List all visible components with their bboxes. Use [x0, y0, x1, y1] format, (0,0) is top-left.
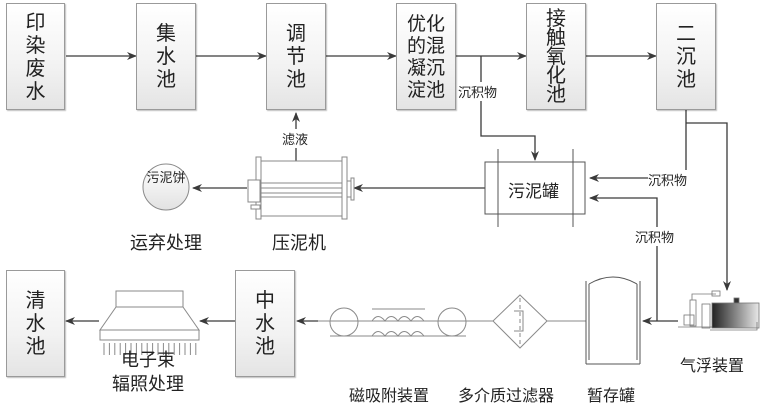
box-label: 清水池 [25, 288, 46, 358]
box-label: 接触氧化池 [546, 6, 566, 106]
air-flotation-label: 气浮装置 [680, 356, 745, 375]
process-box-coagulation-sedimentation-tank: 优化的混凝沉淀池 [396, 3, 456, 110]
electron-beam-symbol [99, 290, 200, 355]
magnetic-adsorption-label: 磁吸附装置 [349, 386, 430, 405]
sediment-label-coagulation: 沉积物 [458, 82, 498, 101]
sediment-label-flotation: 沉积物 [635, 227, 675, 246]
box-label: 二沉池 [676, 21, 696, 91]
process-box-clear-water-tank: 清水池 [6, 270, 65, 377]
line-secondary-to-flotation [686, 122, 731, 291]
sediment-label-secondary: 沉积物 [648, 170, 688, 189]
process-box-reclaimed-water-tank: 中水池 [235, 270, 295, 377]
sludge-tank-symbol [484, 149, 586, 227]
process-box-contact-oxidation-tank: 接触氧化池 [526, 3, 586, 110]
magnetic-adsorption-symbol [318, 307, 467, 337]
sludge-tank-label: 污泥罐 [508, 182, 559, 202]
box-label: 印染废水 [25, 9, 46, 103]
filter-press-symbol [247, 156, 355, 220]
process-box-secondary-sedimentation-tank: 二沉池 [656, 3, 716, 110]
air-flotation-symbol [678, 290, 760, 331]
storage-tank-label: 暂存罐 [587, 386, 636, 405]
sludge-cake-circle [142, 163, 190, 211]
electron-beam-label-line2: 辐照处理 [112, 374, 184, 395]
filtrate-label: 滤液 [282, 129, 309, 148]
multimedia-filter-symbol [492, 294, 548, 349]
process-box-adjustment-tank: 调节池 [266, 3, 326, 110]
line-secondary-sediment-to-sludge-tank [589, 110, 687, 182]
process-box-collection-tank: 集水池 [136, 3, 196, 110]
box-label: 优化的混凝沉淀池 [406, 12, 445, 101]
multimedia-filter-label: 多介质过滤器 [458, 386, 555, 405]
box-label: 集水池 [156, 21, 176, 91]
box-label: 调节池 [286, 21, 306, 91]
electron-beam-label-line1: 电子束 [121, 350, 175, 371]
storage-tank-symbol [585, 276, 641, 365]
box-label: 中水池 [255, 288, 275, 358]
filter-press-label: 压泥机 [272, 233, 326, 254]
sludge-cake-label: 污泥饼 [146, 171, 186, 186]
disposal-label: 运弃处理 [130, 233, 202, 254]
process-box-dyeing-wastewater: 印染废水 [6, 3, 65, 110]
line-flotation-sediment-to-sludge-tank [589, 194, 658, 321]
